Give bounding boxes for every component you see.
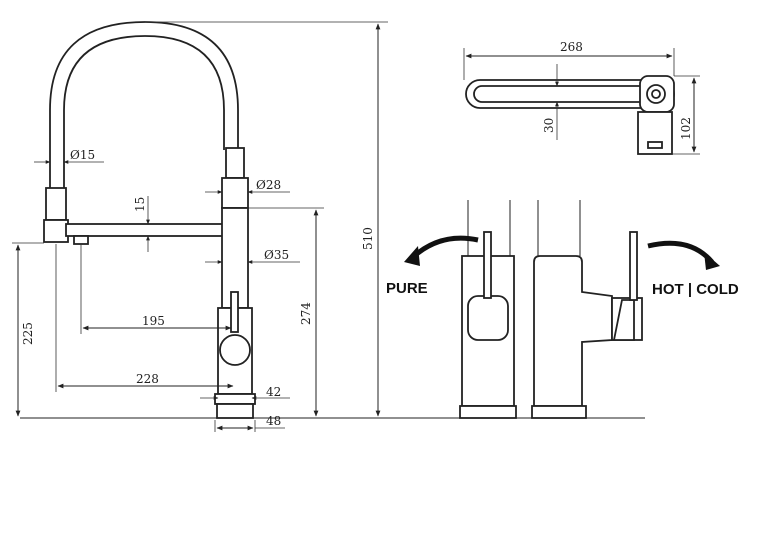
side-base <box>531 405 587 419</box>
holder-collar <box>221 177 249 209</box>
top-handle-slot <box>647 141 663 149</box>
handle-lever <box>230 291 239 333</box>
dim-d35-text: Ø35 <box>264 248 289 262</box>
spray-head-tip <box>43 219 69 243</box>
dim-d28-text: Ø28 <box>256 178 281 192</box>
dim-510-text: 510 <box>361 227 375 250</box>
dim-h15-text: 15 <box>133 197 147 212</box>
dim-274-text: 274 <box>299 302 313 325</box>
dim-48-text: 48 <box>266 414 281 428</box>
dim-30-text: 30 <box>542 118 556 133</box>
front-lever <box>483 231 492 299</box>
dim-268-text: 268 <box>560 40 583 54</box>
spout-arm <box>65 223 229 237</box>
spray-head <box>45 187 67 221</box>
side-lever <box>629 231 638 301</box>
hot-cold-arrow <box>647 240 714 264</box>
side-view-faucet <box>43 21 256 419</box>
front-lever-plate <box>467 295 509 341</box>
top-arm-inner <box>473 85 661 103</box>
side-view-hot-cold: HOT | COLD <box>531 200 739 419</box>
dim-d15-text: Ø15 <box>70 148 95 162</box>
dim-42-text: 42 <box>266 385 281 399</box>
arm-nozzle <box>73 235 89 245</box>
dim-225-text: 225 <box>21 322 35 345</box>
pure-label: PURE <box>386 280 428 297</box>
mixer-knob <box>219 334 251 366</box>
hose-holder <box>225 147 245 179</box>
pure-arrow-head <box>404 246 420 266</box>
hot-cold-arrow-head <box>704 252 720 270</box>
side-dimensions: 510 274 225 Ø15 Ø28 15 Ø35 195 228 <box>12 21 388 432</box>
side-body <box>533 255 613 407</box>
spring-hose-inner <box>63 35 225 195</box>
dim-102-text: 102 <box>679 117 693 140</box>
base-plate <box>214 393 256 405</box>
base-foot <box>216 403 254 419</box>
dim-195-text: 195 <box>142 314 165 328</box>
top-view: 268 30 102 <box>463 40 700 155</box>
front-view-pure: PURE <box>386 200 517 419</box>
front-base <box>459 405 517 419</box>
top-knob-center <box>651 89 661 99</box>
hot-cold-label: HOT | COLD <box>652 281 739 298</box>
dim-228-text: 228 <box>136 372 159 386</box>
